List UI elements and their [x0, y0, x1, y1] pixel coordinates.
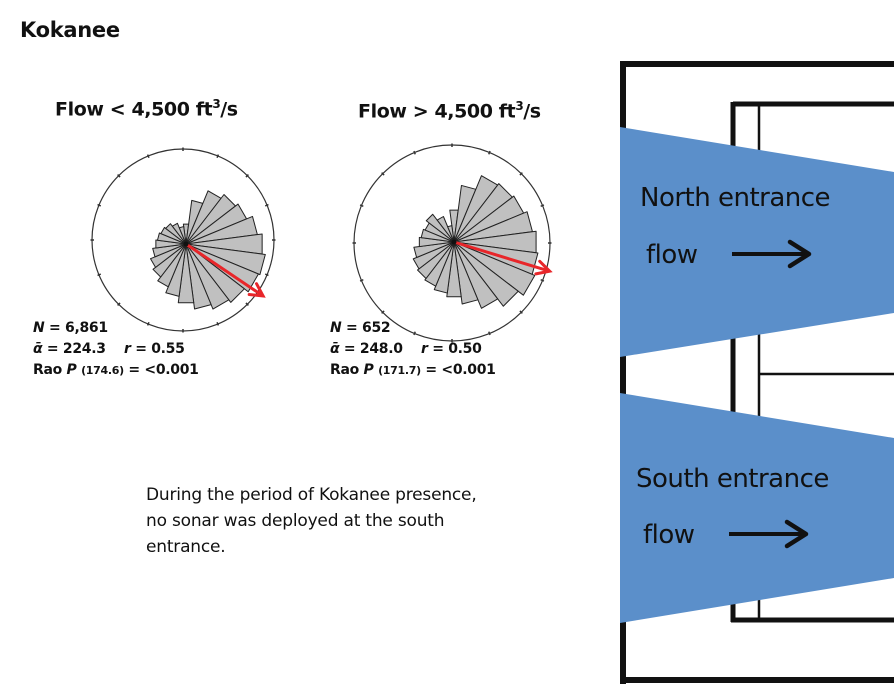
- panel-title-sup: 3: [515, 99, 524, 113]
- panel-title-high-flow: Flow > 4,500 ft3/s: [358, 99, 541, 122]
- stat-n: N = 6,861: [33, 318, 199, 339]
- stat-rao-stat: (171.7): [378, 364, 421, 377]
- stat-n-label: N: [33, 320, 45, 336]
- stat-r-value: = 0.50: [432, 341, 482, 357]
- stat-rao: Rao P (174.6) = <0.001: [33, 360, 199, 381]
- circle-tick: [97, 203, 102, 207]
- circle-tick: [381, 310, 385, 314]
- right-arrow-icon: [729, 519, 809, 549]
- panel-title-sup: 3: [212, 97, 221, 111]
- panel-title-low-flow: Flow < 4,500 ft3/s: [55, 97, 238, 120]
- panel-title-text: Flow > 4,500 ft: [358, 100, 516, 123]
- stat-rao: Rao P (171.7) = <0.001: [330, 360, 496, 381]
- rose-center: [183, 241, 189, 247]
- circle-tick: [359, 204, 364, 207]
- panel-title-suffix: /s: [220, 98, 238, 121]
- panel-title-suffix: /s: [523, 100, 541, 123]
- north-label-line2: flow: [646, 240, 698, 270]
- circle-tick: [117, 302, 121, 306]
- circle-tick: [264, 203, 269, 207]
- mean-vector-arrowhead: [247, 282, 266, 298]
- circle-tick: [216, 321, 220, 326]
- note-text: During the period of Kokanee presence, n…: [146, 485, 477, 557]
- circle-tick: [97, 273, 102, 277]
- circle-tick: [540, 279, 545, 282]
- stat-alpha-value: = 224.3: [46, 341, 106, 357]
- stats-low-flow: N = 6,861 ᾱ = 224.3 r = 0.55 Rao P (174.…: [33, 318, 199, 381]
- outer-frame-top: [620, 61, 894, 67]
- circle-tick: [245, 302, 249, 306]
- panel-title-text: Flow < 4,500 ft: [55, 98, 213, 121]
- circle-tick: [381, 172, 385, 176]
- stat-rao-label: Rao: [330, 362, 359, 378]
- stat-r-label: r: [421, 341, 428, 357]
- stat-rao-stat: (174.6): [81, 364, 124, 377]
- stat-alpha-label: ᾱ: [33, 341, 43, 357]
- circle-tick: [216, 154, 220, 159]
- circle-tick: [146, 321, 150, 326]
- rose-diagrams: [90, 143, 553, 343]
- mean-vector: [453, 240, 551, 273]
- circle-tick: [245, 174, 249, 178]
- entrance-schematic: North entrance flow South entrance flow: [620, 61, 894, 684]
- stats-high-flow: N = 652 ᾱ = 248.0 r = 0.50 Rao P (171.7)…: [330, 318, 496, 381]
- stat-r-value: = 0.55: [135, 341, 185, 357]
- stat-n-value: = 652: [346, 320, 391, 336]
- rose-diagram-high-flow: [352, 143, 553, 343]
- stat-alpha-r: ᾱ = 224.3 r = 0.55: [33, 339, 199, 360]
- mean-vector: [185, 242, 264, 298]
- stat-alpha-value: = 248.0: [343, 341, 403, 357]
- stat-alpha-r: ᾱ = 248.0 r = 0.50: [330, 339, 496, 360]
- stat-n: N = 652: [330, 318, 496, 339]
- rose-diagram-low-flow: [90, 147, 276, 333]
- stat-r-label: r: [124, 341, 131, 357]
- circle-tick: [117, 174, 121, 178]
- south-flow-region: [620, 393, 894, 623]
- south-label-line1: South entrance: [636, 464, 829, 494]
- rose-petal: [447, 225, 455, 243]
- stat-rao-p: P: [363, 362, 374, 378]
- stat-alpha-label: ᾱ: [330, 341, 340, 357]
- circle-tick: [488, 150, 491, 155]
- circle-tick: [519, 172, 523, 176]
- right-arrow-icon: [732, 239, 812, 269]
- circle-tick: [359, 279, 364, 282]
- circle-tick: [264, 273, 269, 277]
- circle-tick: [519, 310, 523, 314]
- rose-center: [451, 239, 457, 245]
- rose-petal: [178, 226, 187, 245]
- page-title: Kokanee: [20, 18, 120, 42]
- north-label-line1: North entrance: [640, 183, 830, 213]
- circle-tick: [488, 331, 491, 336]
- stat-rao-label: Rao: [33, 362, 62, 378]
- stat-n-label: N: [330, 320, 342, 336]
- circle-tick: [413, 150, 416, 155]
- circle-tick: [413, 331, 416, 336]
- stat-rao-p: P: [66, 362, 77, 378]
- circle-tick: [146, 154, 150, 159]
- circle-tick: [540, 204, 545, 207]
- north-flow-region: [620, 127, 894, 357]
- stat-n-value: = 6,861: [49, 320, 108, 336]
- stat-rao-value: = <0.001: [128, 362, 199, 378]
- stat-rao-value: = <0.001: [425, 362, 496, 378]
- mean-vector-arrowhead: [534, 259, 553, 276]
- south-label-line2: flow: [643, 520, 695, 550]
